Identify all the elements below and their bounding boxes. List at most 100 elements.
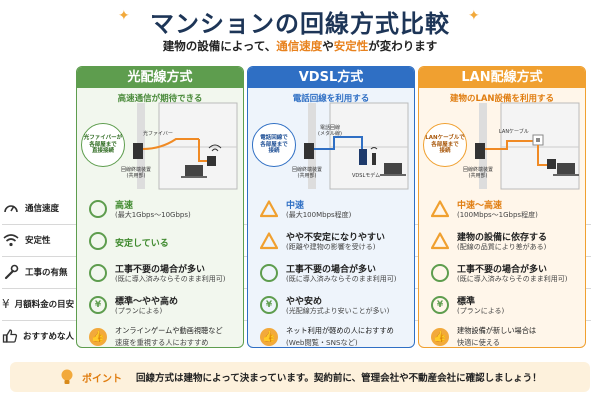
cell-stability: やや不安定になりやすい (距離や建物の影響を受ける) [248,227,414,255]
thumbs-up-icon [2,327,18,345]
row-label-construction: 工事の有無 [2,258,74,286]
subtitle-text: や [322,39,334,53]
cell-main: 中速 [286,201,305,211]
cell-sub: (既に導入済みならそのまま利用可) [457,275,568,283]
thumbs-up-icon: 👍 [260,328,278,346]
cell-main: 標準〜やや高め [115,297,179,307]
thumbs-up-icon: 👍 [89,328,107,346]
cell-main: 工事不要の場合が多い [457,265,548,275]
row-label-recommended: おすすめな人 [2,322,74,350]
subtitle-emphasis-speed: 通信速度 [276,39,323,53]
row-label-text: 工事の有無 [25,268,68,278]
column-vdsl: VDSL方式 電話回線を利用する 電話回線で 各部屋まで 接続 電話回線 (メタ… [247,66,415,348]
vdsl-callout: 電話回線で 各部屋まで 接続 [252,123,296,167]
column-title: LAN配線方式 [419,67,585,88]
cell-sub: (100Mbps〜1Gbps程度) [457,211,538,219]
point-label: ポイント [82,373,122,385]
cell-recommended: 👍 ネット利用が軽めの人におすすめ (Web閲覧・SNSなど) [248,323,414,347]
cell-sub: 快適に使える [457,338,500,347]
cell-sub: 速度を重視する人におすすめ [115,338,209,347]
row-label-speed: 通信速度 [2,194,74,222]
column-title: VDSL方式 [248,67,414,88]
cell-recommended: 👍 建物設備が新しい場合は 快適に使える [419,323,585,347]
wrench-icon [2,263,20,281]
cell-main: 工事不要の場合が多い [115,265,206,275]
cell-construction: 工事不要の場合が多い (既に導入済みならそのまま利用可) [248,259,414,287]
building-illustration [133,102,238,190]
lan-callout: LANケーブルで 各部屋まで 接続 [423,123,467,167]
point-message: 回線方式は建物によって決まっています。契約前に、管理会社や不動産会社に確認しまし… [136,373,542,384]
diagram-label: 回線終端装置 (共用部) [463,167,494,179]
page-title: マンションの回線方式比較 [150,10,450,38]
row-label-price: ¥ 月額料金の目安 [2,290,74,318]
cell-stability: 建物の設備に依存する (配線の品質により差がある) [419,227,585,255]
cell-speed: 中速〜高速 (100Mbps〜1Gbps程度) [419,195,585,223]
cell-main: 安定している [115,239,169,249]
yen-icon: ¥ [431,296,449,314]
lan-diagram: LANケーブルで 各部屋まで 接続 LANケーブル 回線終端装置 (共用部) [423,101,581,191]
triangle-mark-icon [260,200,278,218]
column-title: 光配線方式 [77,67,243,88]
thumbs-up-icon: 👍 [431,328,449,346]
subtitle-emphasis-stability: 安定性 [333,39,369,53]
diagram-label: 光ファイバー [143,131,173,137]
diagram-label: LANケーブル [499,129,529,135]
cell-sub: (プランによる) [115,307,163,315]
column-subtitle: 建物のLAN設備を利用する [449,94,555,104]
cell-price: ¥ やや安め (光配線方式より安いことが多い) [248,291,414,319]
cell-construction: 工事不要の場合が多い (既に導入済みならそのまま利用可) [419,259,585,287]
cell-sub: (Web閲覧・SNSなど) [286,338,358,347]
lightbulb-icon [61,369,73,384]
cell-sub: (既に導入済みならそのまま利用可) [115,275,226,283]
cell-speed: 高速 (最大1Gbps〜10Gbps) [77,195,243,223]
row-label-text: おすすめな人 [23,332,75,342]
vdsl-diagram: 電話回線で 各部屋まで 接続 電話回線 (メタル線) 回線終端装置 (共用部) … [252,101,410,191]
diagram-label: VDSLモデム [352,173,381,179]
cell-recommended: 👍 オンラインゲームや動画視聴など 速度を重視する人におすすめ [77,323,243,347]
cell-price: ¥ 標準〜やや高め (プランによる) [77,291,243,319]
cell-sub: (光配線方式より安いことが多い) [286,307,390,315]
cell-sub: (最大1Gbps〜10Gbps) [115,211,191,219]
cell-stability: 安定している [77,227,243,255]
sparkle-icon: ✦ [118,8,130,24]
sparkle-icon: ✦ [468,8,480,24]
column-lan: LAN配線方式 建物のLAN設備を利用する LANケーブルで 各部屋まで 接続 … [418,66,586,348]
cell-main: ネット利用が軽めの人におすすめ [286,326,394,335]
row-label-text: 月額料金の目安 [14,300,75,310]
cell-main: 建物設備が新しい場合は [457,326,537,335]
cell-main: 中速〜高速 [457,201,503,211]
diagram-label: 電話回線 (メタル線) [318,125,342,137]
cell-main: 高速 [115,201,134,211]
subtitle-text: 建物の設備によって、 [162,39,277,53]
row-label-text: 通信速度 [25,204,60,214]
cell-main: オンラインゲームや動画視聴など [115,326,223,335]
circle-mark-icon [260,264,278,282]
cell-sub: (既に導入済みならそのまま利用可) [286,275,397,283]
subtitle-text: が変わります [368,39,438,53]
column-fiber: 光配線方式 高速通信が期待できる 光ファイバーが 各部屋まで 直接接続 光ファイ… [76,66,244,348]
cell-sub: (最大100Mbps程度) [286,211,352,219]
cell-main: 工事不要の場合が多い [286,265,377,275]
fiber-diagram: 光ファイバーが 各部屋まで 直接接続 光ファイバー 回線終端装置 (共用部) [81,101,239,191]
diagram-label: 回線終端装置 (共用部) [292,167,323,179]
row-label-stability: 安定性 [2,226,74,254]
wifi-icon [2,231,20,249]
cell-price: ¥ 標準 (プランによる) [419,291,585,319]
yen-icon: ¥ [260,296,278,314]
column-subtitle: 電話回線を利用する [292,94,370,104]
yen-icon: ¥ [2,297,10,311]
triangle-mark-icon [431,200,449,218]
cell-sub: (プランによる) [457,307,505,315]
circle-mark-icon [431,264,449,282]
diagram-label: 回線終端装置 (共用部) [121,167,152,179]
cell-main: やや安め [286,297,323,307]
building-illustration [304,102,409,190]
row-label-text: 安定性 [25,236,51,246]
cell-construction: 工事不要の場合が多い (既に導入済みならそのまま利用可) [77,259,243,287]
circle-mark-icon [89,232,107,250]
cell-main: やや不安定になりやすい [286,233,386,243]
cell-speed: 中速 (最大100Mbps程度) [248,195,414,223]
cell-sub: (距離や建物の影響を受ける) [286,243,376,251]
triangle-mark-icon [431,232,449,250]
building-illustration [475,102,580,190]
